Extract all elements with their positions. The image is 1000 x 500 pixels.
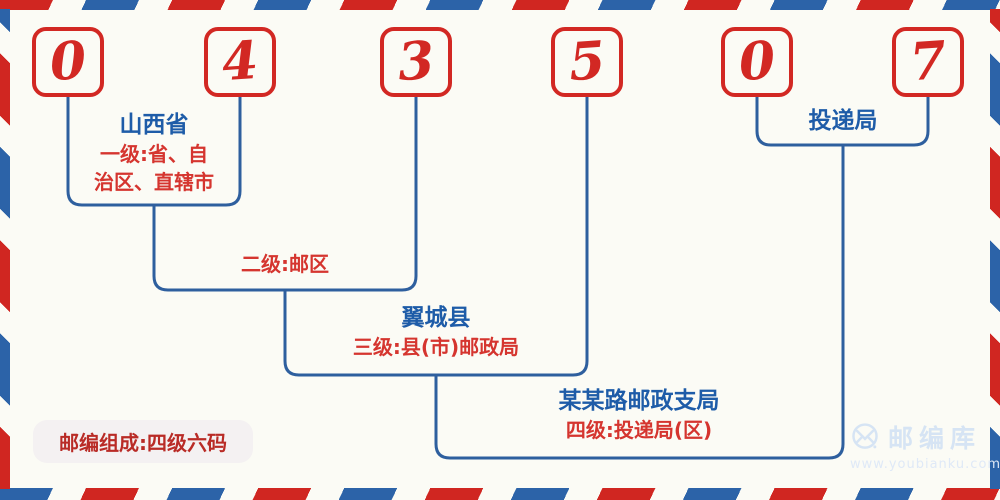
digit-4: 5 <box>566 29 608 94</box>
digit-box-2: 4 <box>204 27 276 97</box>
level3-label: 翼城县 三级:县(市)邮政局 <box>306 303 566 361</box>
brand-name[interactable]: 邮编库 <box>888 424 982 453</box>
level1-desc-line2: 治区、直辖市 <box>94 170 214 194</box>
digit-box-6: 7 <box>892 27 964 97</box>
digit-6: 7 <box>907 29 949 94</box>
delivery-office-label: 投递局 <box>758 106 928 136</box>
level3-place-name: 翼城县 <box>401 305 471 331</box>
composition-badge: 邮编组成:四级六码 <box>33 420 253 463</box>
level3-desc: 三级:县(市)邮政局 <box>352 335 520 359</box>
composition-badge-text: 邮编组成:四级六码 <box>59 431 227 455</box>
airmail-border-bottom <box>0 488 1000 500</box>
level1-place-name: 山西省 <box>119 112 189 138</box>
level4-desc: 四级:投递局(区) <box>565 418 713 442</box>
level4-label: 某某路邮政支局 四级:投递局(区) <box>489 386 789 444</box>
airmail-border-right <box>990 9 1000 489</box>
digit-box-1: 0 <box>32 27 104 97</box>
digit-box-4: 5 <box>551 27 623 97</box>
delivery-office-name: 投递局 <box>808 108 878 134</box>
digit-3: 3 <box>395 29 437 94</box>
level2-label: 二级:邮区 <box>185 250 385 278</box>
brand-url[interactable]: www.youbianku.com <box>850 457 1000 472</box>
digit-box-5: 0 <box>721 27 793 97</box>
digit-1: 0 <box>47 29 89 94</box>
airmail-border-left <box>0 9 10 489</box>
brand-watermark: 邮编库 www.youbianku.com <box>850 419 1000 472</box>
digit-box-3: 3 <box>380 27 452 97</box>
airmail-border-top <box>0 0 1000 10</box>
digit-2: 4 <box>219 29 261 94</box>
level4-place-name: 某某路邮政支局 <box>558 388 720 414</box>
digit-5: 0 <box>736 29 778 94</box>
level1-desc-line1: 一级:省、自 <box>100 142 208 166</box>
level2-desc: 二级:邮区 <box>241 252 329 276</box>
envelope-circle-icon <box>852 423 878 449</box>
level1-label: 山西省 一级:省、自 治区、直辖市 <box>54 110 254 196</box>
